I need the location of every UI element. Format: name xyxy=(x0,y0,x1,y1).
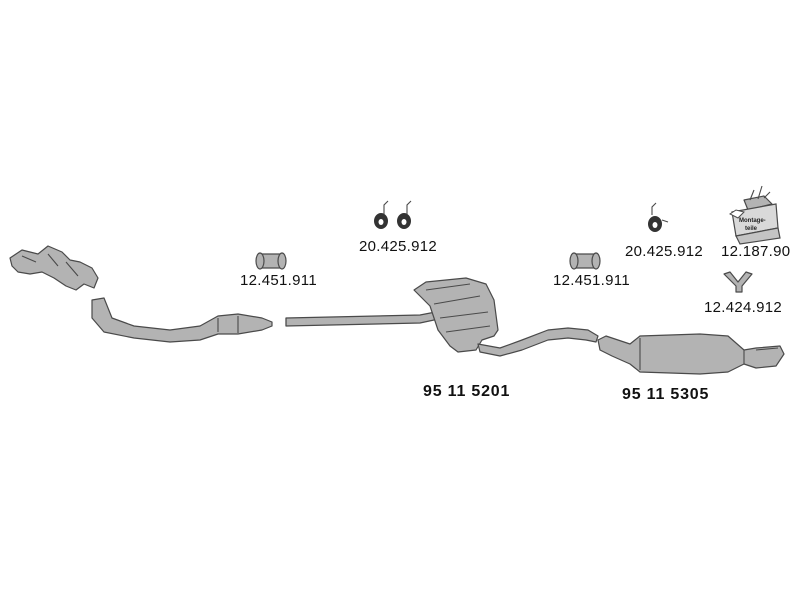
mounting-kit-box-icon: Montage- teile xyxy=(729,185,781,245)
rear-silencer xyxy=(597,333,785,375)
label-clamp-front: 12.451.911 xyxy=(240,272,317,289)
label-mounting-kit: 12.187.90 xyxy=(721,243,791,260)
label-y-piece: 12.424.912 xyxy=(704,299,783,316)
y-piece-icon xyxy=(723,271,753,293)
rubber-hanger-icon xyxy=(648,202,669,232)
label-middle-silencer: 95 11 5201 xyxy=(423,383,511,400)
front-pipe-catalytic-converter xyxy=(91,297,273,343)
label-rear-silencer: 95 11 5305 xyxy=(622,386,710,403)
rubber-hangers-pair-icon xyxy=(374,200,412,229)
clamp-rear-icon xyxy=(569,252,601,270)
middle-silencer xyxy=(413,277,599,357)
mounting-kit-box-text-line1: Montage- xyxy=(739,218,766,224)
intermediate-pipe xyxy=(285,309,449,327)
front-manifold-downpipe xyxy=(9,245,99,291)
clamp-front-icon xyxy=(255,252,287,270)
mounting-kit-box-text-line2: teile xyxy=(745,226,758,232)
label-hanger-single: 20.425.912 xyxy=(625,243,704,260)
label-clamp-rear: 12.451.911 xyxy=(553,272,630,289)
label-hangers-pair: 20.425.912 xyxy=(359,238,438,255)
